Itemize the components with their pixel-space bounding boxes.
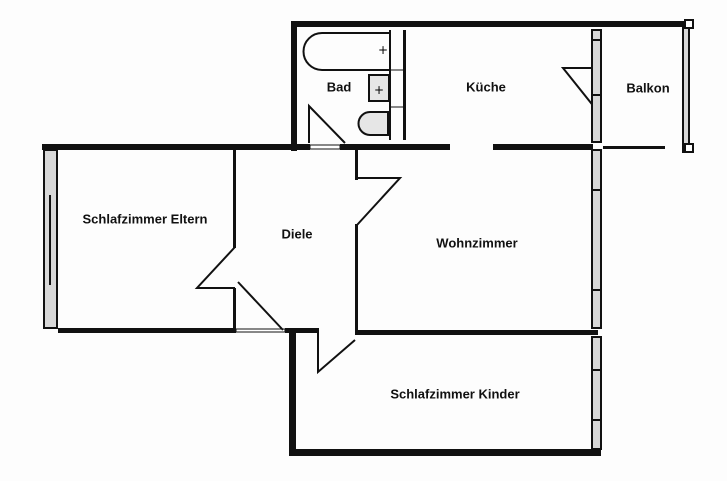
toilet-icon <box>357 111 389 136</box>
diele-door-swing <box>237 281 284 331</box>
room-label-schlafzimmer-eltern: Schlafzimmer Eltern <box>82 211 208 227</box>
bathroom-door-threshold <box>309 144 341 150</box>
eltern-door-threshold <box>235 328 286 333</box>
walls <box>42 21 691 456</box>
room-label-kueche: Küche <box>466 79 506 95</box>
eltern-door-swing <box>194 246 236 289</box>
room-label-schlafzimmer-kinder: Schlafzimmer Kinder <box>390 386 520 402</box>
svg-text:+: + <box>374 83 384 97</box>
kinder-door-swing <box>317 333 356 375</box>
bathtub-icon <box>302 32 390 71</box>
sink-icon <box>368 74 390 102</box>
room-label-balkon: Balkon <box>626 80 670 96</box>
svg-text:+: + <box>378 43 388 57</box>
bathroom-door-swing <box>308 103 346 144</box>
windows <box>43 26 690 450</box>
wohnzimmer-door-swing <box>356 177 403 226</box>
room-label-diele: Diele <box>281 226 313 242</box>
balcony-door-swing <box>560 67 596 111</box>
room-label-wohnzimmer: Wohnzimmer <box>436 235 518 251</box>
room-label-bad: Bad <box>326 79 352 95</box>
